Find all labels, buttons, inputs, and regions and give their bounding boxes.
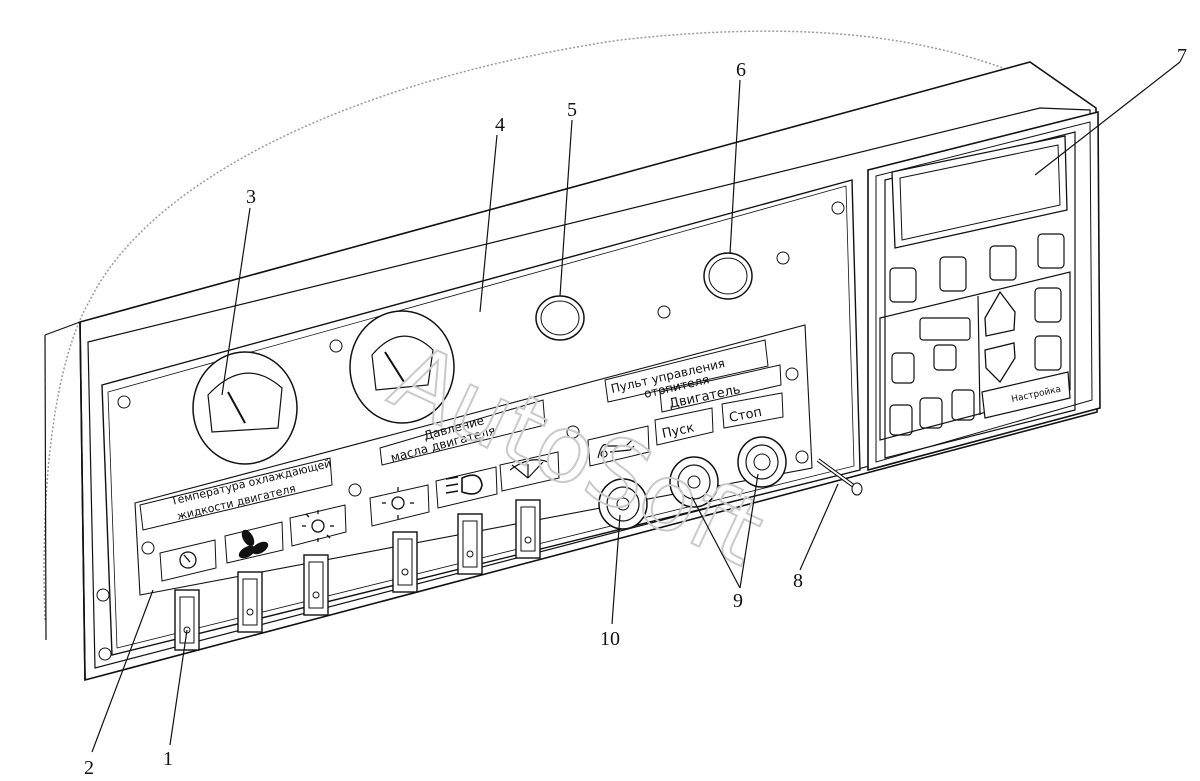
callout-9: 9 — [733, 590, 743, 612]
indicator-lamp-6 — [703, 252, 753, 300]
label-plate — [134, 324, 813, 596]
heater-icon — [597, 439, 635, 459]
mounting-screws — [96, 201, 845, 661]
control-unit-keypad-frame — [879, 271, 1071, 441]
dashboard-outline — [43, 30, 1091, 621]
display-screen — [891, 135, 1068, 249]
headlight-icon — [445, 474, 483, 495]
mounting-bolt — [816, 458, 863, 496]
rocker-switches[interactable] — [174, 499, 541, 651]
indicator-lamp-5 — [535, 295, 585, 341]
rocker-switch-2[interactable] — [237, 571, 263, 633]
rocker-switch-1[interactable] — [174, 589, 200, 651]
interior-light-icon — [382, 487, 414, 519]
oil-pressure-gauge — [349, 310, 455, 424]
fan-icon — [238, 529, 269, 559]
callout-4: 4 — [495, 114, 505, 136]
label-start: Пуск — [661, 420, 696, 441]
callout-3: 3 — [246, 186, 256, 208]
callout-10: 10 — [600, 628, 620, 650]
callout-5: 5 — [567, 99, 577, 121]
callout-7: 7 — [1177, 45, 1187, 67]
rocker-switch-6[interactable] — [515, 499, 541, 559]
settings-key[interactable]: Настройка — [981, 371, 1071, 419]
callout-lines — [91, 61, 1181, 753]
rocker-switch-3[interactable] — [303, 554, 329, 616]
rocker-switch-4[interactable] — [392, 531, 418, 593]
engine-start-button[interactable] — [669, 456, 719, 508]
wiper-icon — [509, 459, 549, 479]
rocker-switch-5[interactable] — [457, 513, 483, 575]
sun-icon — [302, 510, 334, 542]
coolant-temperature-gauge — [192, 351, 298, 465]
thermometer-icon — [179, 551, 197, 569]
callout-1: 1 — [163, 748, 173, 770]
callout-2: 2 — [84, 757, 94, 779]
engine-stop-button[interactable] — [737, 436, 787, 488]
label-stop: Стоп — [728, 405, 763, 426]
arrow-up-down-icon — [984, 290, 1016, 384]
callout-6: 6 — [736, 59, 746, 81]
heater-push-button[interactable] — [598, 478, 648, 530]
callout-8: 8 — [793, 570, 803, 592]
